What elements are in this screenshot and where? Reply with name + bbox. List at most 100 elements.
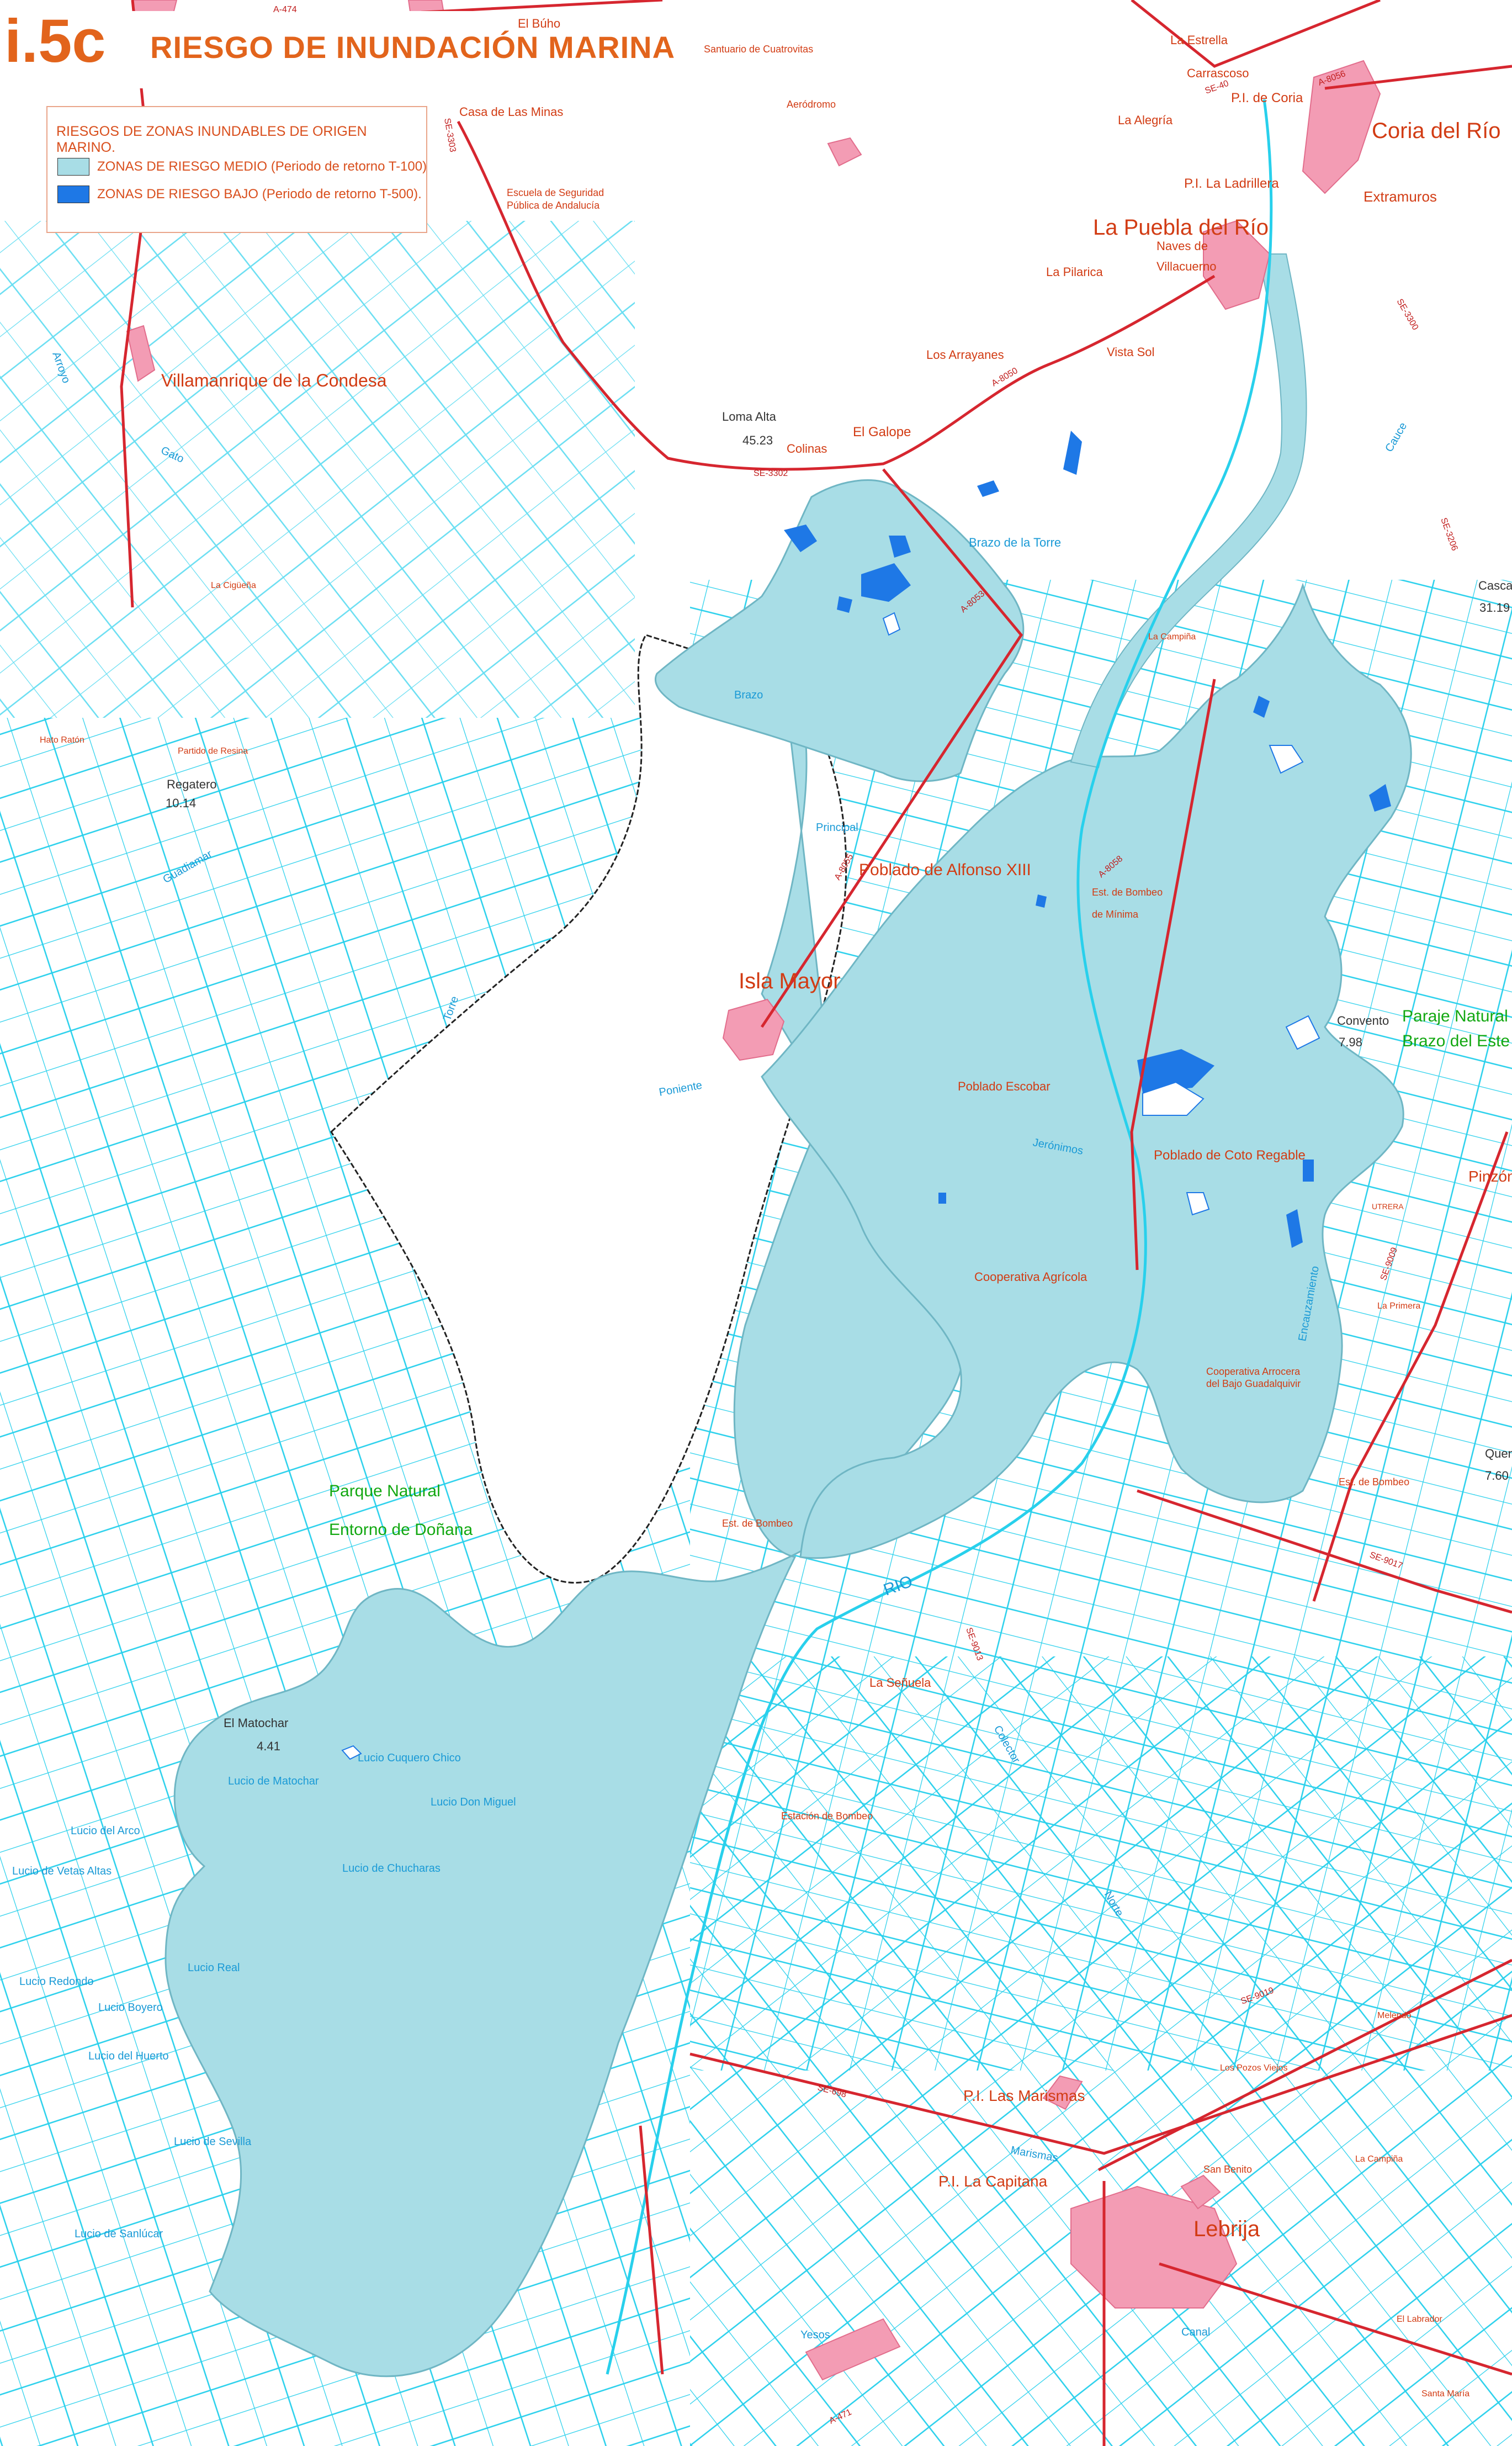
flood-zone-medium-north (654, 479, 1025, 782)
label-parque2: Entorno de Doñana (329, 1521, 473, 1539)
legend-title: RIESGOS DE ZONAS INUNDABLES DE ORIGEN MA… (56, 124, 367, 155)
road-se3302: SE-3302 (754, 469, 788, 478)
label-santuario: Santuario de Cuatrovitas (704, 44, 813, 55)
label-regatero-h: 10.14 (166, 796, 196, 810)
label-casca-h: 31.19 (1479, 601, 1510, 615)
label-bombeo-minima1: Est. de Bombeo (1092, 887, 1163, 898)
label-paraje2: Brazo del Este (1402, 1032, 1510, 1050)
label-pi-coria: P.I. de Coria (1231, 91, 1303, 105)
label-extramuros: Extramuros (1364, 188, 1437, 205)
flood-zone-medium-central (761, 583, 1412, 1559)
label-naves1: Naves de (1156, 239, 1208, 253)
label-convento-h: 7.98 (1339, 1035, 1362, 1049)
label-canal: Canal (1181, 2326, 1210, 2338)
label-puebla: La Puebla del Río (1093, 215, 1269, 240)
label-convento: Convento (1337, 1014, 1389, 1028)
road-a8050: A-8050 (990, 366, 1020, 389)
label-el-buho: El Búho (518, 17, 560, 30)
label-pi-ladrillera: P.I. La Ladrillera (1184, 176, 1279, 191)
label-lucio-arco: Lucio del Arco (71, 1825, 140, 1837)
label-lucio-huerto: Lucio del Huerto (88, 2050, 169, 2062)
label-coria: Coria del Río (1372, 119, 1500, 143)
flood-zone-islets (341, 612, 1320, 1760)
label-escuela1: Escuela de Seguridad (507, 187, 604, 198)
canal-network-north (0, 221, 635, 718)
label-lucio-real: Lucio Real (188, 1962, 240, 1974)
label-villamanrique: Villamanrique de la Condesa (161, 370, 387, 390)
legend: RIESGOS DE ZONAS INUNDABLES DE ORIGEN MA… (46, 106, 427, 233)
label-cauce: Cauce (1383, 420, 1409, 454)
label-los-arrayanes: Los Arrayanes (926, 348, 1004, 362)
label-pi-marismas: P.I. Las Marismas (963, 2087, 1085, 2104)
label-parque1: Parque Natural (329, 1482, 441, 1500)
label-lucio-don-miguel: Lucio Don Miguel (431, 1796, 516, 1808)
label-los-pozos: Los Pozos Viejos (1220, 2063, 1287, 2073)
label-bombeo-se: Est. de Bombeo (1339, 1476, 1409, 1487)
label-bombeo-minima2: de Mínima (1092, 909, 1139, 920)
label-loma-alta-h: 45.23 (742, 433, 773, 447)
label-brazo: Brazo (734, 689, 763, 701)
label-matochar: El Matochar (224, 1716, 288, 1730)
label-la-cigrena: La Cigüeña (211, 581, 256, 590)
road-se40: SE-40 (1204, 79, 1230, 96)
label-lebrija: Lebrija (1193, 2217, 1260, 2241)
label-yesos: Yesos (800, 2329, 830, 2341)
label-lucio-sanlucar: Lucio de Sanlúcar (75, 2228, 163, 2240)
label-casca: Casca (1478, 579, 1512, 592)
canal-network-south (690, 1656, 1512, 2446)
label-pinzon: Pinzón (1468, 1168, 1512, 1185)
label-pi-capitana: P.I. La Capitana (938, 2173, 1048, 2190)
legend-swatch-medium (57, 158, 89, 176)
label-coop-arrocera1: Cooperativa Arrocera (1206, 1366, 1301, 1377)
legend-item-low: ZONAS DE RIESGO BAJO (Periodo de retorno… (57, 184, 422, 204)
label-la-campina: La Campiña (1355, 2154, 1403, 2164)
label-escobar: Poblado Escobar (958, 1079, 1051, 1093)
legend-item-medium: ZONAS DE RIESGO MEDIO (Periodo de retorn… (57, 157, 427, 177)
label-loma-alta: Loma Alta (722, 410, 777, 423)
label-lucio-boyero: Lucio Boyero (98, 2002, 163, 2014)
label-quem-h: 7.60 (1485, 1469, 1509, 1483)
label-la-estrella: La Estrella (1170, 33, 1228, 47)
label-santa-maria: Santa María (1421, 2389, 1469, 2399)
label-melendo: Melendo (1377, 2011, 1411, 2020)
label-cooperativa: Cooperativa Agrícola (974, 1270, 1087, 1284)
label-carrascoso: Carrascoso (1187, 66, 1249, 80)
label-la-primera: La Primera (1377, 1301, 1420, 1311)
label-la-pilarica: La Pilarica (1046, 265, 1103, 279)
label-matochar-h: 4.41 (257, 1739, 280, 1753)
label-hato-raton: Hato Ratón (40, 735, 84, 745)
road-se3303: SE-3303 (442, 118, 458, 153)
label-naves2: Villacuerno (1156, 260, 1216, 273)
map-title: RIESGO DE INUNDACIÓN MARINA (150, 30, 676, 65)
label-alfonso: Poblado de Alfonso XIII (859, 861, 1031, 879)
legend-swatch-low (57, 186, 89, 203)
flood-zone-low (784, 431, 1391, 1248)
label-la-campina2: La Campiña (1148, 632, 1196, 642)
label-el-galope: El Galope (853, 425, 911, 440)
road-se3300: SE-3300 (1395, 298, 1420, 332)
map-number: i.5c (4, 7, 106, 75)
label-el-labrador: El Labrador (1397, 2315, 1442, 2324)
label-lucio-chucharas: Lucio de Chucharas (342, 1862, 441, 1875)
title-background (0, 11, 673, 88)
label-la-senuela: La Señuela (869, 1676, 931, 1690)
label-coop-arrocera2: del Bajo Guadalquivir (1206, 1378, 1301, 1389)
label-escuela2: Pública de Andalucía (507, 200, 600, 211)
label-lucio-vetas: Lucio de Vetas Altas (12, 1865, 112, 1877)
label-colinas: Colinas (787, 442, 827, 456)
label-aerodromo: Aeródromo (787, 99, 836, 110)
label-lucio-matochar: Lucio de Matochar (228, 1775, 319, 1787)
road-se3206: SE-3206 (1439, 517, 1459, 552)
road-a474: A-474 (273, 5, 297, 14)
label-isla-mayor: Isla Mayor (739, 969, 841, 993)
label-brazo-torre: Brazo de la Torre (969, 536, 1061, 549)
label-partido-resina: Partido de Resina (178, 746, 248, 756)
label-quem: Quem (1485, 1447, 1512, 1460)
river-guadalquivir (606, 99, 1273, 2375)
label-san-benito: San Benito (1203, 2164, 1252, 2175)
label-vista-sol: Vista Sol (1107, 345, 1154, 359)
label-canal-principal: Principal (816, 822, 858, 834)
legend-label-medium: ZONAS DE RIESGO MEDIO (Periodo de retorn… (97, 159, 427, 174)
label-lucio-cuquero: Lucio Cuquero Chico (358, 1752, 461, 1764)
